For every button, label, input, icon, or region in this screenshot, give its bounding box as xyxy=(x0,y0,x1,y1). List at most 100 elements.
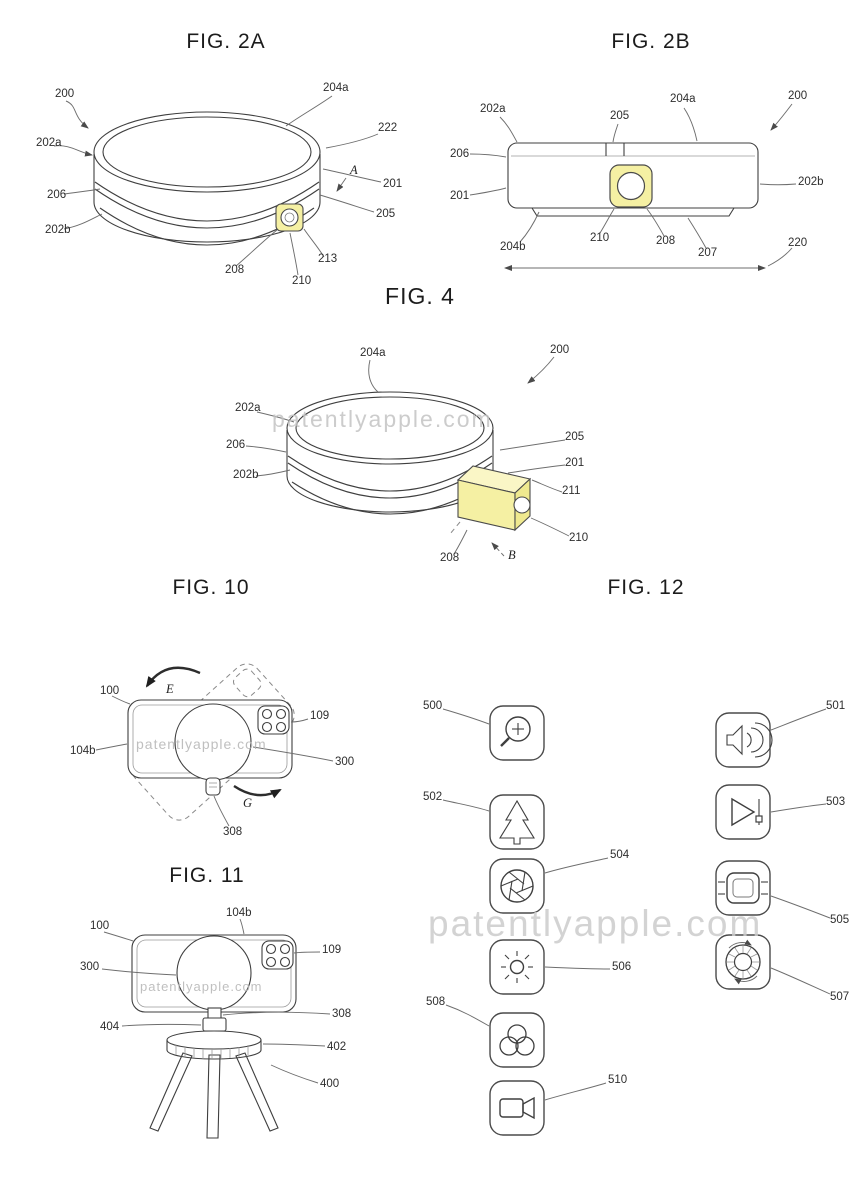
ref-label: 300 xyxy=(80,961,99,973)
fig10-accessory-disc xyxy=(174,703,252,781)
ref-label: 210 xyxy=(590,232,609,244)
ref-label: 104b xyxy=(70,745,96,757)
fig4-title: FIG. 4 xyxy=(385,283,455,309)
ref-label: 504 xyxy=(610,849,630,861)
ref-label: 404 xyxy=(100,1021,120,1033)
ref-label: 109 xyxy=(322,944,341,956)
ref-label: 400 xyxy=(320,1078,339,1090)
ref-label: 206 xyxy=(450,148,469,160)
ref-label: 201 xyxy=(565,457,584,469)
ref-label: 202b xyxy=(45,224,71,236)
fig11-title: FIG. 11 xyxy=(169,864,245,887)
tree-icon xyxy=(489,794,545,850)
ref-label: 308 xyxy=(332,1008,351,1020)
ref-label: 206 xyxy=(226,439,245,451)
fig4-section-arrow-B xyxy=(491,542,505,557)
fig2a-title: FIG. 2A xyxy=(186,30,266,53)
ref-label: 204a xyxy=(670,93,696,105)
color-circles-icon xyxy=(489,1012,545,1068)
ref-label: 508 xyxy=(426,996,445,1008)
fig10-camera-module xyxy=(257,705,290,735)
ref-label: 204a xyxy=(360,347,386,359)
ref-label: 220 xyxy=(788,237,807,249)
zoom-in-icon xyxy=(489,705,545,761)
ref-label: 100 xyxy=(90,920,109,932)
ref-label: 205 xyxy=(376,208,395,220)
ref-label: 208 xyxy=(440,552,459,564)
fig2b-camera-button xyxy=(609,164,653,208)
fig2a-camera-button xyxy=(275,203,304,232)
ref-label: 210 xyxy=(569,532,588,544)
ref-label: 502 xyxy=(423,791,442,803)
ref-label: 211 xyxy=(562,485,580,497)
fig2b-title: FIG. 2B xyxy=(611,30,691,53)
ref-label: 300 xyxy=(335,756,354,768)
fig11-leader-lines xyxy=(101,918,331,1084)
rotation-letter: G xyxy=(243,796,252,810)
fig2a-leader-lines xyxy=(53,95,382,276)
fig4-drawing: 204a 200 202a 206 202b 205 201 211 210 2… xyxy=(226,344,588,564)
fig2b-leader-lines xyxy=(469,103,797,267)
fig11-accessory-disc xyxy=(176,935,252,1011)
ref-label: 222 xyxy=(378,122,397,134)
fig10-mount-stem xyxy=(205,777,221,796)
ref-label: 507 xyxy=(830,991,849,1003)
play-icon xyxy=(715,784,771,840)
ref-label: 201 xyxy=(450,190,469,202)
ref-label: 207 xyxy=(698,247,717,259)
ref-label: 501 xyxy=(826,700,845,712)
fig10-rotation-arrow-G xyxy=(233,785,282,799)
fig2b-drawing: 202a 205 204a 200 206 201 202b 204b 210 … xyxy=(450,90,824,271)
ref-label: 204b xyxy=(500,241,526,253)
ref-label: 202b xyxy=(798,176,824,188)
fig12-drawing: 500 502 504 506 508 510 501 503 505 507 xyxy=(423,700,849,1136)
ref-label: 505 xyxy=(830,914,849,926)
tripod-grip-hatching xyxy=(175,1045,249,1059)
fig11-tripod xyxy=(149,1030,279,1139)
fig10-title: FIG. 10 xyxy=(172,576,250,599)
ref-label: 210 xyxy=(292,275,311,287)
fig2a-drawing: 200 202a 206 202b 208 210 213 204a 222 A… xyxy=(36,82,402,287)
ref-label: 506 xyxy=(612,961,631,973)
fig10-drawing: 100 104b 109 300 308 E G xyxy=(70,663,354,838)
ref-label: 500 xyxy=(423,700,442,712)
section-letter: B xyxy=(508,548,516,562)
fig4-camera-barrel xyxy=(449,465,532,535)
ref-label: 205 xyxy=(610,110,629,122)
ref-label: 402 xyxy=(327,1041,346,1053)
fig12-leader-lines xyxy=(442,708,831,1101)
ref-label: 204a xyxy=(323,82,349,94)
ref-label: 202b xyxy=(233,469,259,481)
ref-label: 202a xyxy=(235,402,261,414)
fig11-mount-stem xyxy=(202,1007,227,1032)
ref-label: 503 xyxy=(826,796,845,808)
ref-label: 200 xyxy=(55,88,74,100)
ref-label: 208 xyxy=(656,235,675,247)
fig4-leader-lines xyxy=(245,356,570,555)
ref-label: 200 xyxy=(788,90,807,102)
ref-label: 208 xyxy=(225,264,244,276)
screen-icon xyxy=(715,860,771,916)
fig2a-section-arrow-A xyxy=(336,177,347,192)
ref-label: 109 xyxy=(310,710,329,722)
ref-label: 201 xyxy=(383,178,402,190)
aperture-icon xyxy=(489,858,545,914)
ref-label: 308 xyxy=(223,826,242,838)
ref-label: 202a xyxy=(480,103,506,115)
ref-label: 100 xyxy=(100,685,119,697)
fig10-rotation-arrow-E xyxy=(145,666,201,688)
fig10-leader-lines xyxy=(95,695,334,827)
fig12-title: FIG. 12 xyxy=(607,576,685,599)
video-camera-icon xyxy=(489,1080,545,1136)
ref-label: 206 xyxy=(47,189,66,201)
rotation-letter: E xyxy=(165,682,174,696)
fig11-drawing: 100 104b 300 109 404 308 402 400 xyxy=(80,907,351,1139)
ref-label: 510 xyxy=(608,1074,627,1086)
ref-label: 104b xyxy=(226,907,252,919)
fig11-camera-module xyxy=(261,940,294,970)
ref-label: 213 xyxy=(318,253,337,265)
brightness-icon xyxy=(489,939,545,995)
ref-label: 200 xyxy=(550,344,569,356)
ref-label: 205 xyxy=(565,431,584,443)
